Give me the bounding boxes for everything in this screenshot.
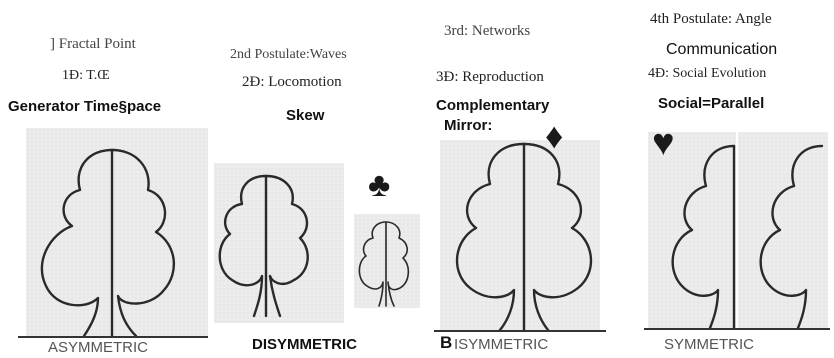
col4-symmetry-label: SYMMETRIC [664, 336, 754, 353]
col4-ground-line [644, 328, 830, 330]
